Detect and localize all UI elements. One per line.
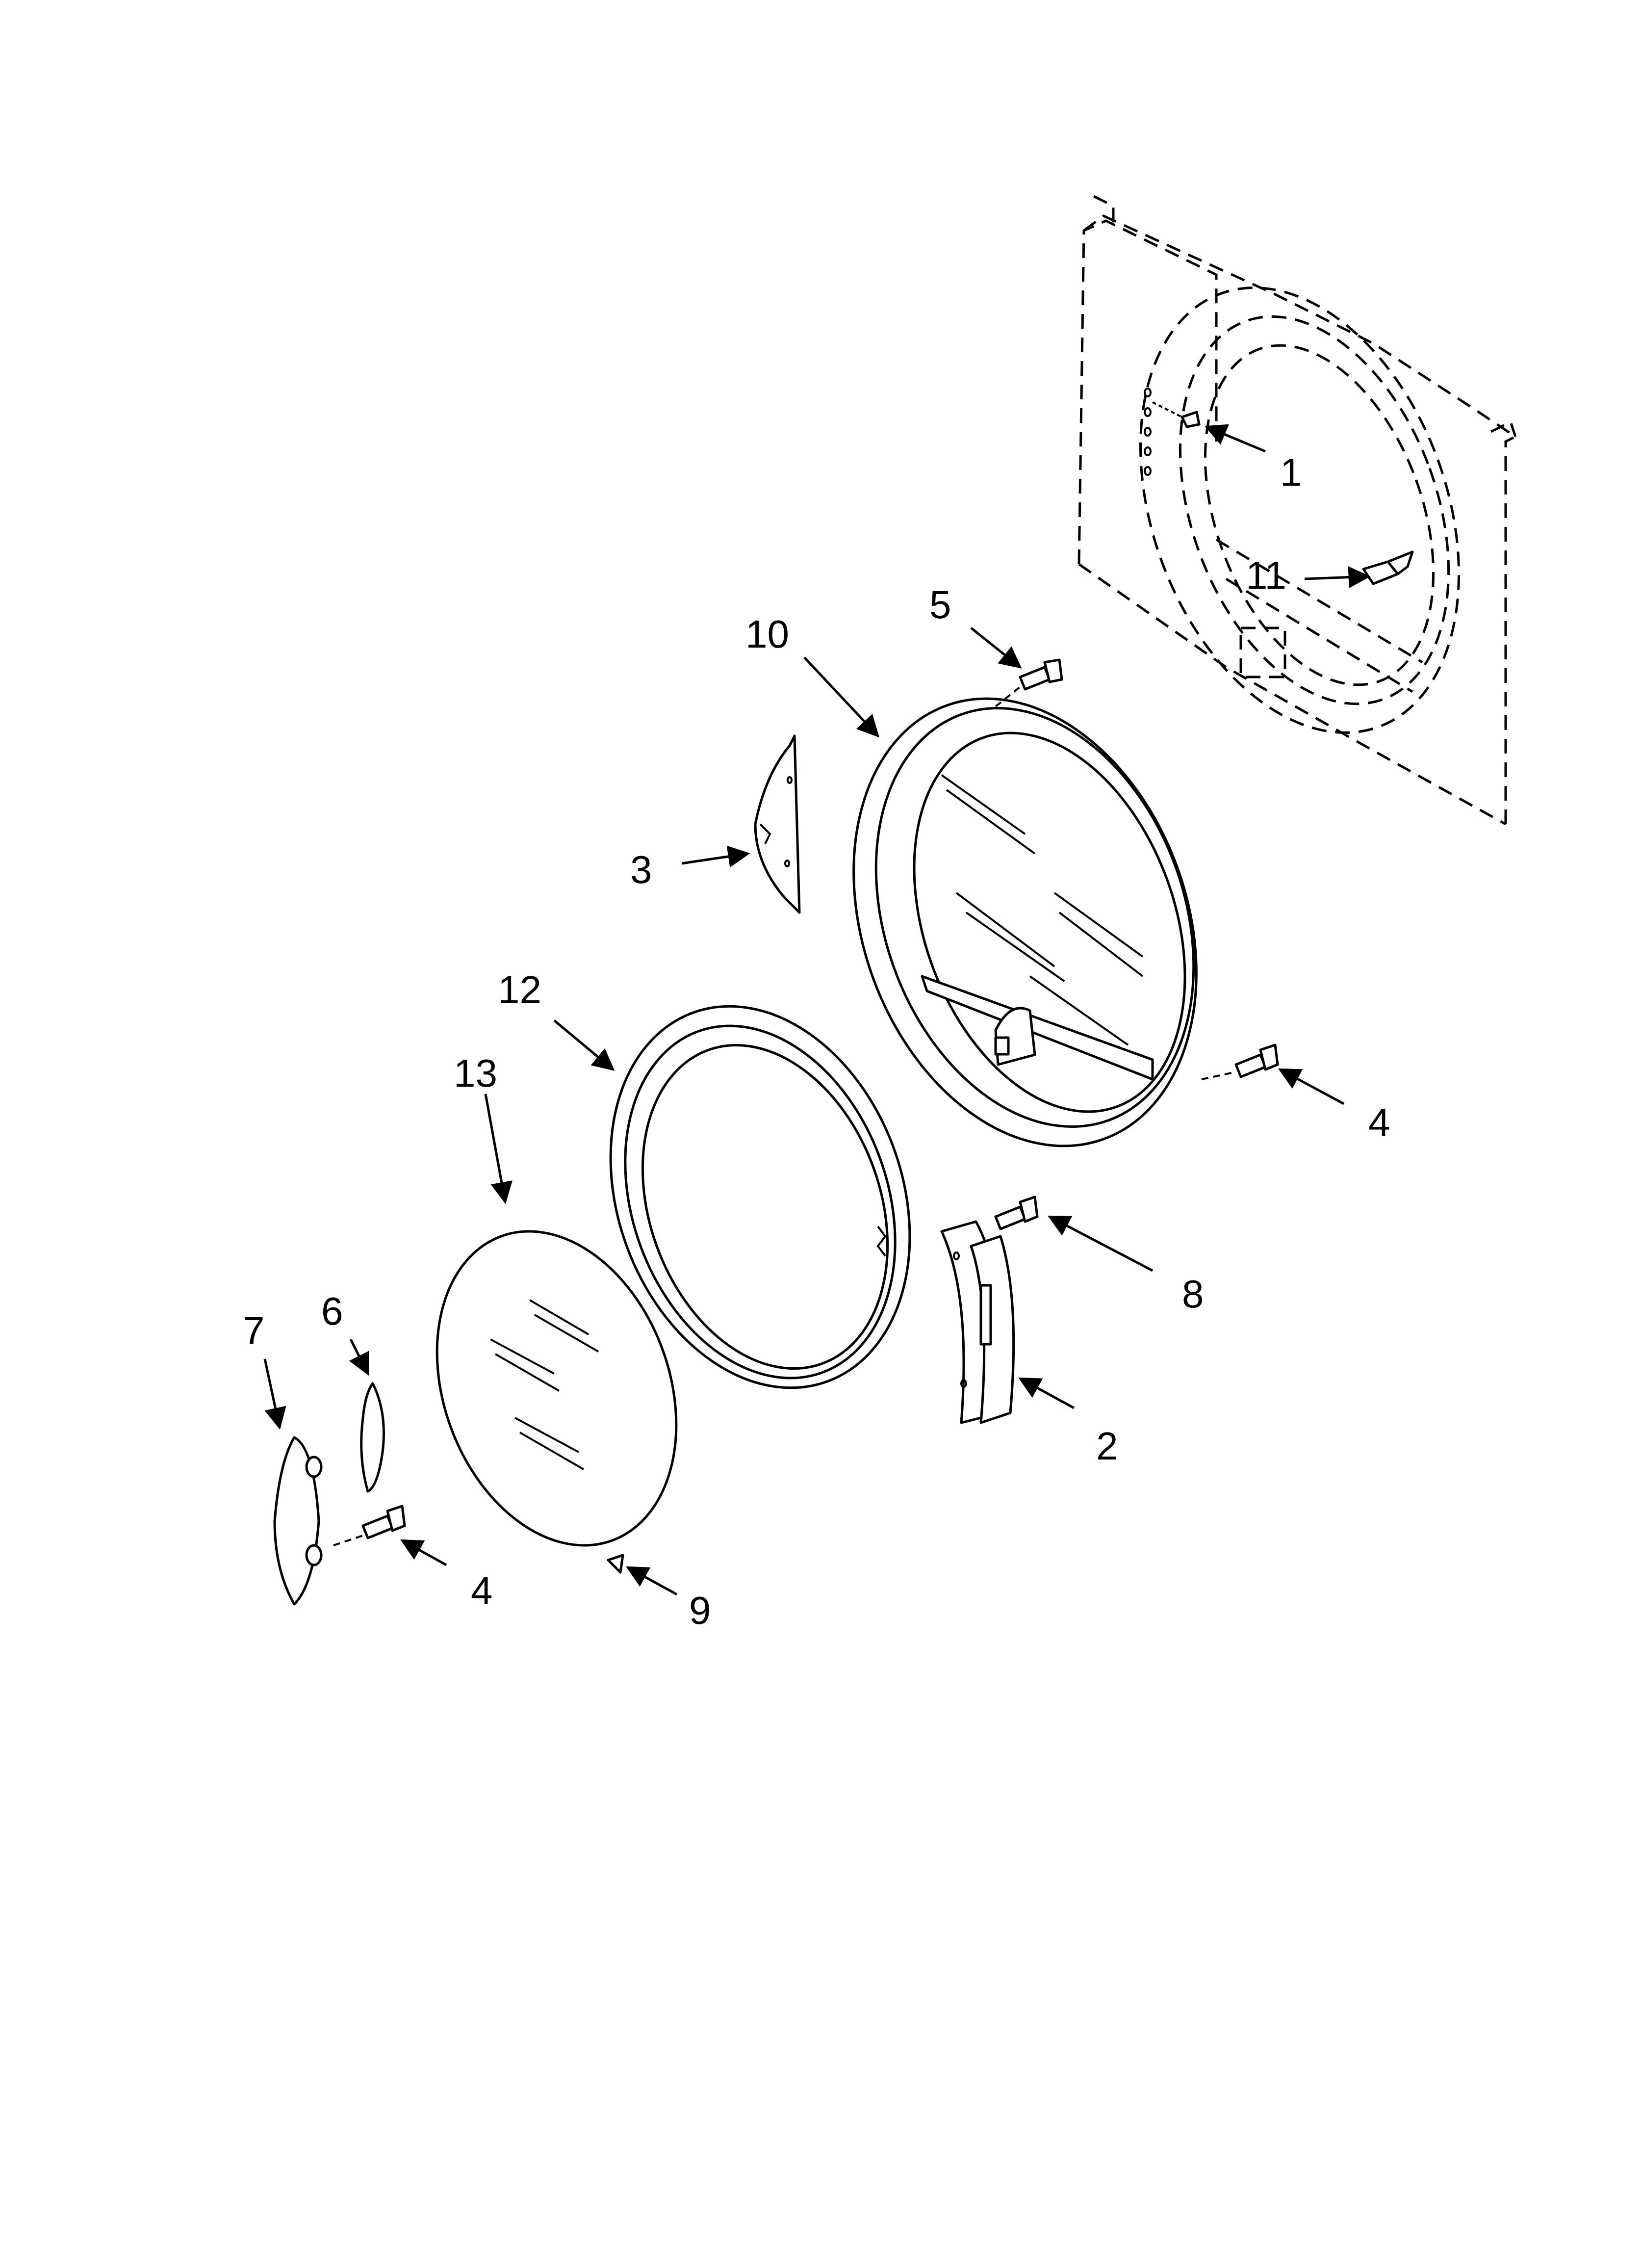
part-4-right-screw: [1201, 1043, 1279, 1080]
callout-11: 11: [1246, 553, 1286, 597]
callout-7: 7: [243, 1309, 265, 1353]
part-13-inner-glass: [436, 1230, 678, 1547]
callout-2: 2: [1096, 1424, 1118, 1468]
part-6-handle-insert: [360, 1382, 385, 1493]
leader-10: [803, 656, 880, 738]
leader-3: [681, 845, 750, 868]
part-2-hinge-strap: [940, 1220, 1015, 1424]
leader-2: [1018, 1377, 1075, 1409]
leader-7: [263, 1358, 286, 1430]
callout-10: 10: [745, 612, 789, 656]
callout-5: 5: [929, 583, 951, 626]
leader-9: [626, 1566, 678, 1596]
part-9-clip: [607, 1554, 624, 1574]
part-1-screw: [1152, 401, 1201, 428]
dryer-front-panel: [1078, 195, 1517, 826]
leader-12: [553, 1019, 615, 1071]
leader-8: [1048, 1215, 1154, 1272]
callout-4-left: 4: [471, 1569, 493, 1613]
leader-4-right: [1278, 1068, 1345, 1105]
part-3-hinge-bracket: [754, 734, 801, 914]
part-12-door-gasket-ring: [609, 1005, 911, 1389]
callout-6: 6: [321, 1289, 343, 1333]
part-5-screw: [995, 658, 1063, 707]
glass-glint-lines: [941, 774, 1144, 1046]
callout-1: 1: [1280, 450, 1302, 494]
part-10-door-outer-frame: [852, 697, 1198, 1147]
part-4-left-screw: [333, 1505, 406, 1546]
callout-labels: 1 2 3 4 4 5 6 7 8 9 10 11 12 13: [243, 450, 1390, 1632]
callout-9: 9: [689, 1589, 711, 1632]
callout-8: 8: [1182, 1272, 1204, 1316]
leader-1: [1204, 424, 1266, 453]
leader-lines: [263, 424, 1371, 1596]
leader-11: [1304, 566, 1371, 589]
part-8-screw: [994, 1196, 1039, 1230]
callout-12: 12: [498, 968, 541, 1012]
leader-13: [484, 1094, 513, 1204]
screw-hole-column: [1144, 388, 1152, 476]
part-11-hex-screw: [1362, 550, 1414, 585]
leader-4-left: [400, 1539, 447, 1566]
part-7-door-handle: [273, 1436, 323, 1606]
callout-13: 13: [454, 1051, 497, 1095]
leader-6: [349, 1338, 369, 1376]
callout-3: 3: [630, 848, 652, 891]
inner-glass-glint-lines: [490, 1299, 599, 1470]
callout-4-right: 4: [1368, 1100, 1390, 1144]
leader-5: [970, 627, 1022, 669]
